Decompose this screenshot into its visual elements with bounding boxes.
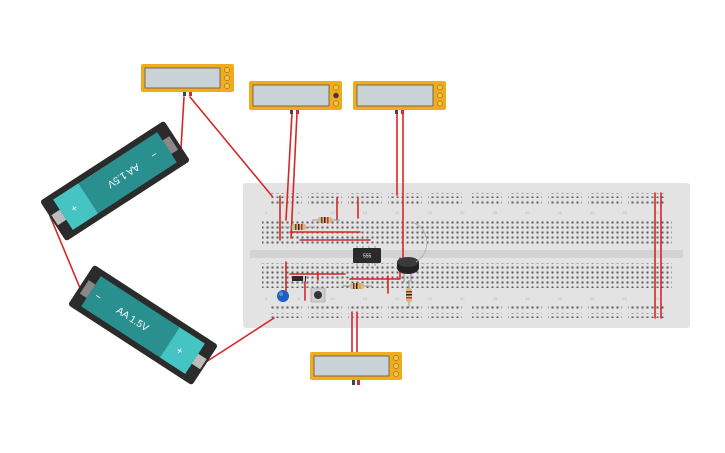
column-number: 20 — [395, 296, 400, 301]
meter-2-knob-v[interactable] — [333, 92, 339, 99]
meter-3-knob-a[interactable] — [437, 84, 443, 91]
column-number: 55 — [623, 296, 628, 301]
column-number: 10 — [330, 210, 335, 215]
ic-555-chip[interactable]: 555 — [353, 246, 381, 266]
column-number: 35 — [493, 210, 498, 215]
capacitor-lead — [411, 221, 428, 263]
column-number: 25 — [428, 296, 433, 301]
diode[interactable] — [292, 276, 306, 281]
battery-2-plus: + — [174, 345, 185, 357]
center-channel — [250, 250, 683, 258]
battery-1-plus: + — [69, 203, 80, 215]
column-number: 60 — [655, 210, 660, 215]
column-number: 30 — [460, 296, 465, 301]
battery-2-minus: − — [92, 291, 103, 303]
capacitor-electrolytic[interactable] — [397, 257, 419, 282]
resistor-3[interactable] — [343, 283, 372, 289]
column-number: 40 — [525, 296, 530, 301]
multimeter-3[interactable] — [353, 81, 446, 114]
column-number: 30 — [460, 210, 465, 215]
meter-4-knob-a[interactable] — [393, 355, 399, 361]
meter-3-knob-v[interactable] — [437, 92, 443, 99]
rail-group-gaps — [302, 192, 628, 319]
column-number: 1 — [265, 296, 268, 301]
column-number: 25 — [428, 210, 433, 215]
column-number: 15 — [363, 296, 368, 301]
wire-meter1-to-breadboard[interactable] — [189, 96, 273, 197]
meter-4-knob-v[interactable] — [393, 363, 399, 369]
column-number: 40 — [525, 210, 530, 215]
wire-battery1-to-battery2[interactable] — [49, 215, 81, 289]
resistor-1[interactable] — [285, 224, 315, 230]
resistor-2[interactable] — [312, 217, 340, 223]
column-number: 45 — [558, 296, 563, 301]
meter-3-knob-o[interactable] — [437, 100, 443, 107]
wire-meter2-a[interactable] — [285, 112, 293, 221]
battery-1[interactable]: + − AA 1.5V — [40, 121, 190, 242]
meter-2-knob-o[interactable] — [333, 100, 339, 107]
meter-1-knob-o[interactable] — [224, 83, 230, 89]
column-number: 50 — [590, 210, 595, 215]
meter-1-knob-v[interactable] — [224, 75, 230, 81]
battery-1-minus: − — [148, 148, 159, 160]
column-number: 50 — [590, 296, 595, 301]
multimeter-1[interactable] — [141, 64, 234, 96]
wire-battery1-to-meter1[interactable] — [180, 96, 185, 149]
multimeter-4[interactable] — [310, 352, 402, 385]
meter-1-knob-a[interactable] — [224, 67, 230, 73]
column-number: 5 — [298, 210, 301, 215]
wire-battery2-to-breadboard[interactable] — [205, 317, 275, 363]
multimeter-2[interactable] — [249, 81, 342, 114]
pushbutton[interactable] — [310, 287, 326, 303]
column-number: 45 — [558, 210, 563, 215]
column-number: 55 — [623, 210, 628, 215]
column-number: 15 — [363, 210, 368, 215]
resistor-4[interactable] — [406, 280, 412, 308]
meter-4-knob-o[interactable] — [393, 371, 399, 377]
wire-meter2-b[interactable] — [290, 112, 298, 239]
column-number: 1 — [265, 210, 268, 215]
column-number: 60 — [655, 296, 660, 301]
column-number: 5 — [298, 296, 301, 301]
column-number: 20 — [395, 210, 400, 215]
battery-2[interactable]: − + AA 1.5V — [68, 265, 218, 386]
column-number: 35 — [493, 296, 498, 301]
column-number: 10 — [330, 296, 335, 301]
meter-2-knob-a[interactable] — [333, 84, 339, 91]
terminal-strip-bottom[interactable] — [262, 263, 672, 288]
chip-label: 555 — [363, 254, 372, 260]
led-blue[interactable] — [277, 290, 289, 302]
